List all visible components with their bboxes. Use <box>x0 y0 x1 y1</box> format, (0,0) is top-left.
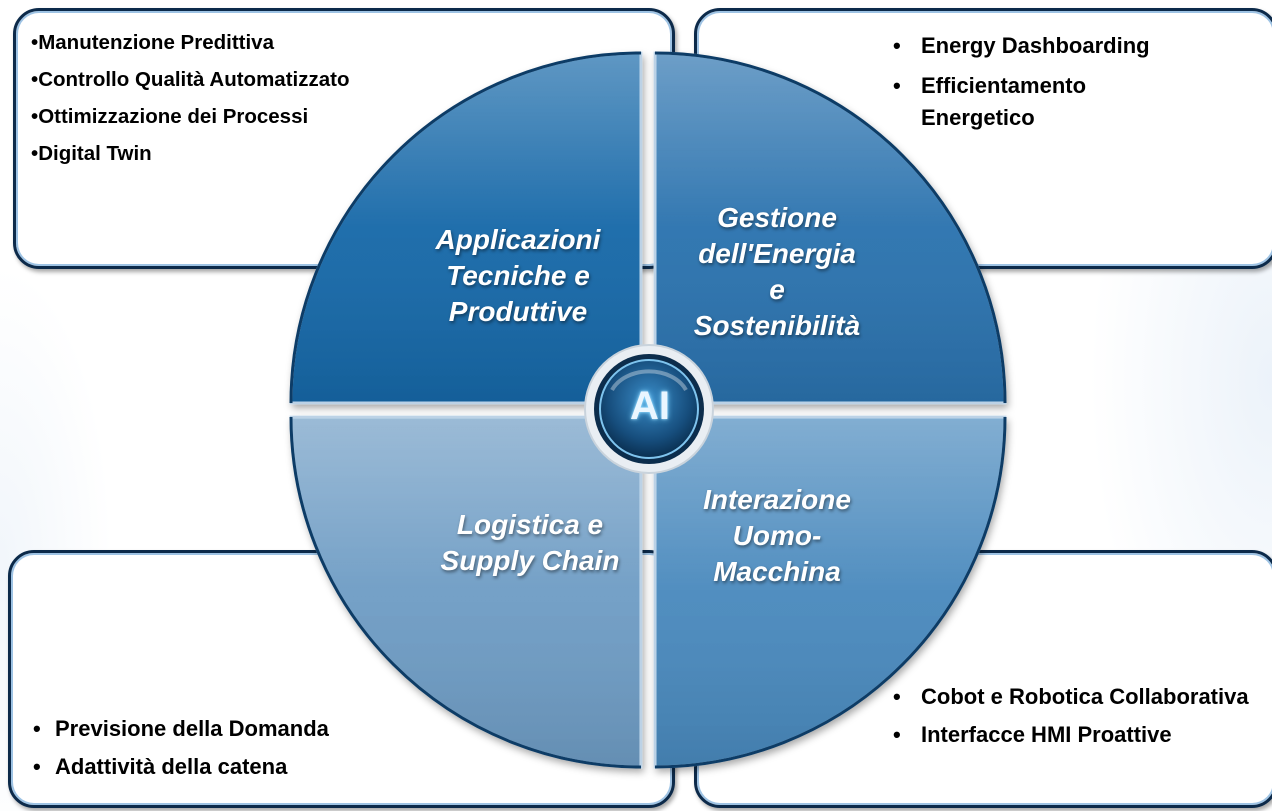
quadrant-title-energia: Gestione dell'Energia e Sostenibilità <box>693 202 861 341</box>
list-item: •Digital Twin <box>31 142 152 165</box>
quadrant-title-applicazioni: Applicazioni Tecniche e Produttive <box>435 224 601 327</box>
quadrant-shine <box>653 415 1007 769</box>
rim <box>654 416 1007 769</box>
list-item: •Energy Dashboarding <box>893 33 1150 58</box>
list-item: •Previsione della Domanda <box>33 716 329 741</box>
list-item: •Adattività della catena <box>33 754 288 779</box>
rim <box>654 51 1007 404</box>
list-item: •Efficientamento Energetico <box>893 73 1087 130</box>
list-logistica: •Previsione della Domanda •Adattività de… <box>33 713 329 789</box>
list-item: •Controllo Qualità Automatizzato <box>31 68 350 91</box>
list-item: •Cobot e Robotica Collaborativa <box>893 684 1249 709</box>
list-energia: •Energy Dashboarding •Efficientamento En… <box>893 30 1193 142</box>
list-item: •Interfacce HMI Proattive <box>893 722 1172 747</box>
rim <box>289 416 642 769</box>
list-item: •Ottimizzazione dei Processi <box>31 105 309 128</box>
list-item: •Manutenzione Predittiva <box>31 31 274 54</box>
ai-label: AI <box>630 383 670 428</box>
quadrant-shine <box>289 415 643 769</box>
quadrant-title-logistica: Logistica e Supply Chain <box>440 509 620 576</box>
hub-gloss <box>610 369 688 392</box>
quadrant-title-interazione: Interazione Uomo- Macchina <box>703 484 851 587</box>
rim <box>289 51 642 404</box>
ai-badge-icon <box>599 359 699 459</box>
list-applicazioni: •Manutenzione Predittiva •Controllo Qual… <box>31 24 349 172</box>
list-interazione: •Cobot e Robotica Collaborativa •Interfa… <box>893 681 1263 757</box>
